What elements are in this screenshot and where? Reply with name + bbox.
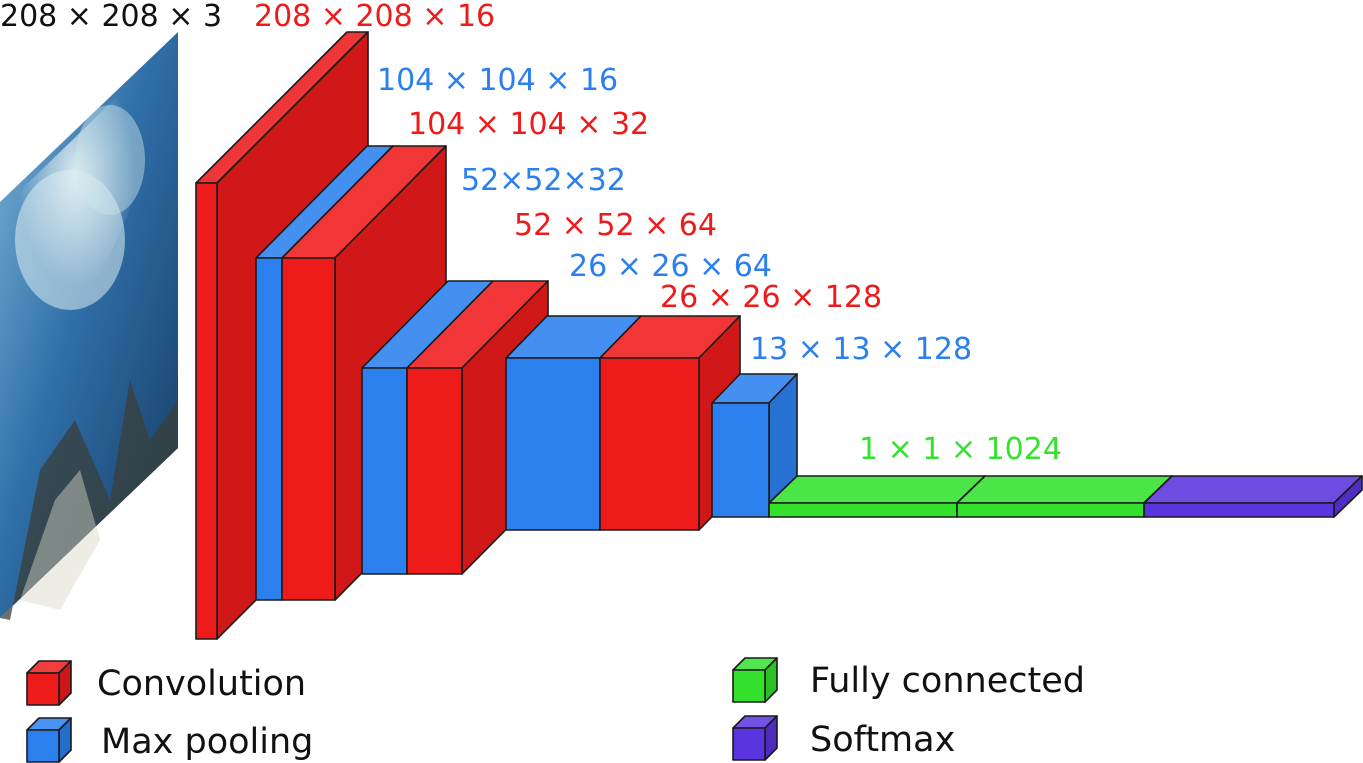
input-size-label: 208 × 208 × 3 — [0, 0, 222, 34]
input-image — [0, 32, 178, 620]
softmax-block-front — [1144, 503, 1334, 517]
pool1-block-front — [256, 258, 282, 600]
conv2-block-front — [282, 258, 335, 600]
pool2-block-front — [362, 368, 407, 574]
conv3-block-front — [407, 368, 462, 574]
pool1-size-label: 104 × 104 × 16 — [377, 64, 618, 98]
conv3-size-label: 52 × 52 × 64 — [514, 209, 717, 243]
conv4-size-label: 26 × 26 × 128 — [660, 281, 882, 315]
fc-size-label: 1 × 1 × 1024 — [859, 433, 1062, 467]
legend-softmax-label: Softmax — [810, 720, 955, 760]
legend-convolution-icon-front — [27, 673, 59, 705]
legend-fully-connected-icon-front — [733, 670, 765, 702]
pool3-block-front — [506, 358, 600, 530]
fc1-block-top — [769, 476, 985, 503]
pool2-size-label: 52×52×32 — [461, 164, 626, 198]
legend-max-pooling-icon-front — [27, 730, 59, 762]
conv4-block-front — [600, 358, 699, 530]
legend-max-pooling-label: Max pooling — [101, 722, 313, 762]
legend-fully-connected-label: Fully connected — [810, 661, 1085, 701]
pool4-size-label: 13 × 13 × 128 — [750, 333, 972, 367]
fc2-block-top — [957, 476, 1172, 503]
pool4-block-front — [712, 403, 769, 517]
fc2-block-front — [957, 503, 1144, 517]
conv1-size-label: 208 × 208 × 16 — [254, 0, 495, 34]
pool3-size-label: 26 × 26 × 64 — [569, 250, 772, 284]
fc1-block-front — [769, 503, 957, 517]
softmax-block-top — [1144, 476, 1362, 503]
conv1-block-front — [196, 183, 217, 639]
conv2-size-label: 104 × 104 × 32 — [408, 108, 649, 142]
legend-convolution-label: Convolution — [97, 664, 306, 704]
legend-softmax-icon-front — [733, 728, 765, 760]
